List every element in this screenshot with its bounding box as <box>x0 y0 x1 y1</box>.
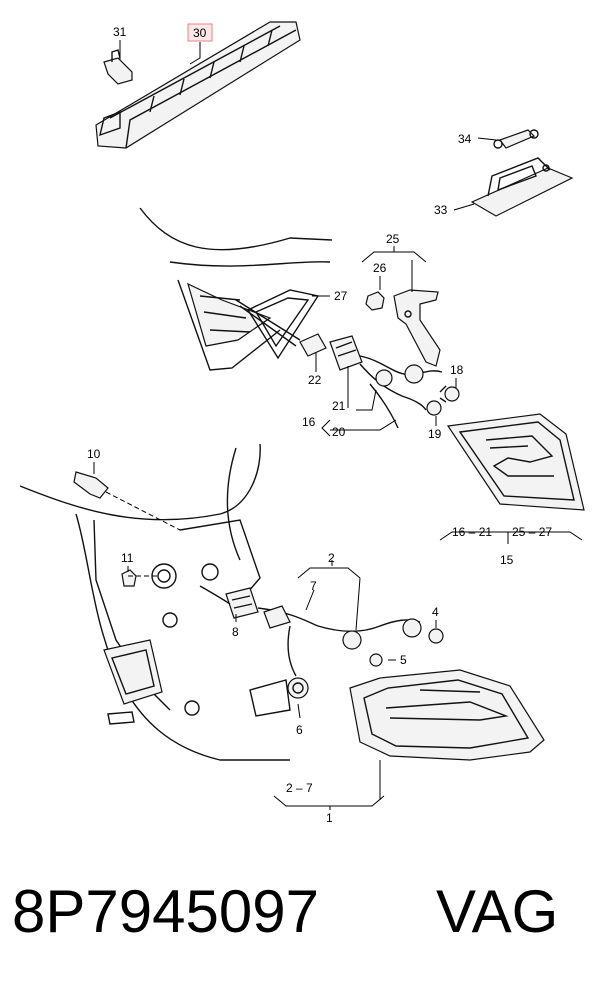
part-4-bulb <box>402 618 444 644</box>
part-34-bulb <box>493 129 539 149</box>
callout-1: 1 <box>326 811 333 825</box>
exploded-parts-diagram: 31 30 34 33 25 26 27 22 18 21 16 19 20 1… <box>19 21 585 825</box>
part-21-connector <box>329 335 363 371</box>
callout-15: 15 <box>500 553 514 567</box>
part-10-sensor <box>73 471 109 499</box>
part-30-brake-light <box>95 21 301 149</box>
part-25-bracket <box>393 289 441 367</box>
callout-16-21: 16 – 21 <box>452 525 492 539</box>
part-20-wiring-harness <box>359 355 443 429</box>
part-15-tail-lamp-inner <box>446 413 585 511</box>
callout-18: 18 <box>450 363 464 377</box>
part-1-tail-lamp-outer <box>349 669 545 761</box>
part-18-bulb <box>439 385 460 403</box>
callout-25-27: 25 – 27 <box>512 525 552 539</box>
dashed-line-10 <box>105 491 181 531</box>
callout-10: 10 <box>87 447 101 461</box>
part-7-harness <box>199 585 421 677</box>
part-19-bulb <box>426 400 442 416</box>
brand-caption: VAG <box>436 878 559 945</box>
part-11-grommet <box>121 569 137 587</box>
callout-33: 33 <box>434 203 448 217</box>
callout-26: 26 <box>373 261 387 275</box>
callout-30: 30 <box>193 26 207 40</box>
callout-11: 11 <box>121 551 134 565</box>
callout-22: 22 <box>308 373 322 387</box>
callout-20: 20 <box>332 425 346 439</box>
callout-30-highlight <box>187 23 213 42</box>
callout-16: 16 <box>302 415 316 429</box>
callout-19: 19 <box>428 427 442 441</box>
callout-4: 4 <box>432 605 439 619</box>
callout-7: 7 <box>310 579 317 593</box>
part-5-bulb <box>342 630 383 667</box>
callout-21: 21 <box>332 399 346 413</box>
callout-5: 5 <box>400 653 407 667</box>
lower-body-section <box>19 443 291 761</box>
callout-34: 34 <box>458 132 472 146</box>
callout-2: 2 <box>328 551 335 565</box>
part-26-nut <box>365 291 385 311</box>
callout-6: 6 <box>296 723 303 737</box>
part-22-connector <box>299 333 327 357</box>
callout-31: 31 <box>113 25 127 39</box>
callout-2-7: 2 – 7 <box>286 781 313 795</box>
part-33-license-lamp <box>470 157 574 217</box>
callout-8: 8 <box>232 625 239 639</box>
part-31-clip <box>103 49 133 85</box>
part-8-connector <box>225 587 259 619</box>
callout-27: 27 <box>334 289 348 303</box>
part-6-bulb-holder <box>287 677 309 699</box>
leader-lines <box>93 40 583 810</box>
part-number-caption: 8P7945097 <box>12 878 319 945</box>
callout-25: 25 <box>386 232 400 246</box>
